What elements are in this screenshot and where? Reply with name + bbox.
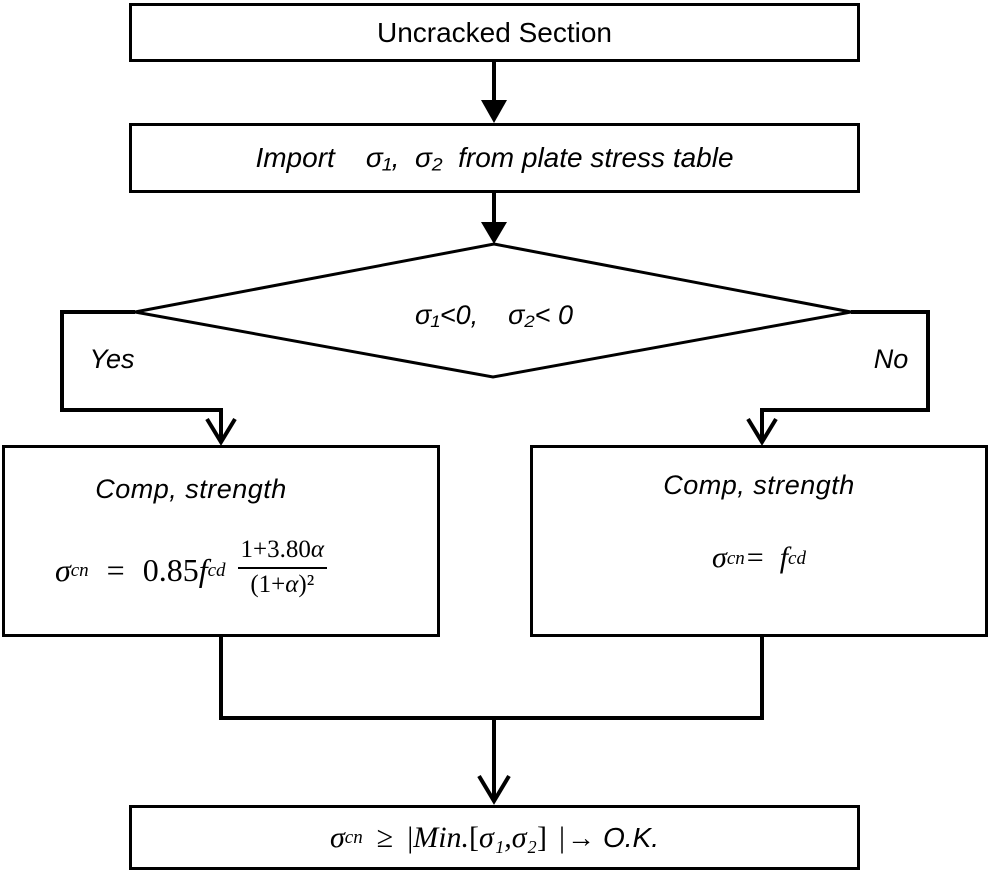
sigma-symbol: σ bbox=[54, 552, 71, 589]
sigma-subscript: cn bbox=[70, 560, 89, 582]
yes-branch-line bbox=[60, 310, 223, 441]
greater-equal-sign: ≥ bbox=[376, 820, 394, 854]
comp-strength-right-title: Comp, strength bbox=[663, 470, 855, 500]
sigma1-sigma2: σ₁,σ₂ bbox=[479, 820, 537, 854]
yes-branch-label: Yes bbox=[89, 344, 135, 374]
fraction-numerator: 1+3.80α bbox=[237, 536, 328, 569]
start-box: Uncracked Section bbox=[129, 3, 860, 62]
right-arrow-icon: → bbox=[567, 821, 595, 853]
sigma-symbol: σ bbox=[712, 541, 727, 574]
arrow-merge-to-result-head bbox=[477, 774, 511, 805]
no-branch-label: No bbox=[873, 344, 909, 374]
arrow-start-to-import-head bbox=[481, 100, 507, 123]
min-function-label: Min. bbox=[413, 820, 470, 854]
fcd-symbol: f bbox=[779, 541, 789, 574]
sigma-subscript: cn bbox=[344, 827, 363, 848]
import-box: Import σ₁, σ₂ from plate stress table bbox=[129, 123, 860, 193]
fcd-symbol: f bbox=[198, 552, 208, 589]
denominator-open: (1+ bbox=[250, 570, 286, 598]
equals-sign: = bbox=[106, 552, 125, 589]
fcd-subscript: cd bbox=[207, 560, 226, 582]
coefficient-value: 0.85 bbox=[142, 552, 199, 589]
bracket-open: [ bbox=[469, 820, 480, 854]
alpha-symbol: α bbox=[285, 570, 299, 598]
denominator-close-squared: )² bbox=[298, 570, 315, 598]
abs-bar-close: | bbox=[558, 820, 565, 854]
import-box-label: Import σ₁, σ₂ from plate stress table bbox=[255, 142, 734, 173]
yes-branch-arrowhead bbox=[205, 417, 237, 446]
sigma-symbol: σ bbox=[329, 820, 345, 854]
ok-label: O.K. bbox=[603, 821, 660, 853]
fraction-denominator: (1+α)² bbox=[250, 569, 314, 600]
decision-condition-label: σ₁<0, σ₂< 0 bbox=[415, 300, 573, 330]
equals-sign: = bbox=[746, 541, 764, 574]
numerator-expression: 1+3.80 bbox=[240, 536, 311, 563]
abs-bar-open: | bbox=[407, 820, 414, 854]
no-branch-line bbox=[760, 310, 930, 441]
arrow-import-to-decision-head bbox=[481, 222, 507, 244]
no-branch-arrowhead bbox=[746, 417, 778, 446]
start-box-label: Uncracked Section bbox=[376, 16, 612, 48]
fraction: 1+3.80α (1+α)² bbox=[237, 536, 328, 600]
fcd-subscript: cd bbox=[788, 547, 806, 569]
decision-diamond-shape bbox=[134, 242, 852, 379]
alpha-symbol: α bbox=[310, 536, 325, 563]
comp-strength-left-title: Comp, strength bbox=[95, 474, 287, 504]
sigma-subscript: cn bbox=[726, 547, 745, 569]
bracket-close: ] bbox=[536, 820, 547, 854]
